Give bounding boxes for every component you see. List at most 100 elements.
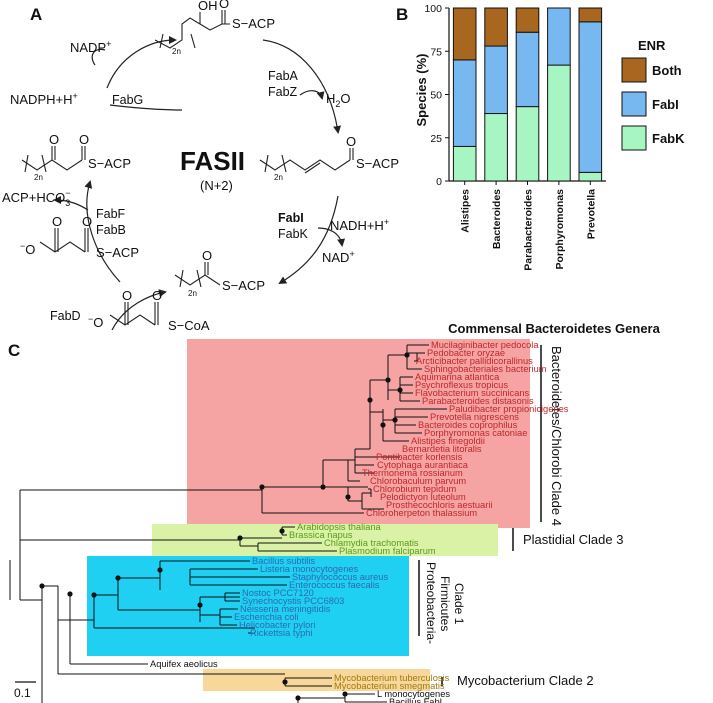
fabf-label: FabF xyxy=(96,207,126,221)
fabk-label: FabK xyxy=(278,227,309,241)
nadp-label: NADP+ xyxy=(70,39,111,55)
species-label: Bacillus subtilis xyxy=(252,556,315,566)
bar-fabk-bacteroides xyxy=(484,113,508,182)
svg-text:2n: 2n xyxy=(34,173,43,182)
bar-fabk-parabacteroides xyxy=(515,106,540,182)
species-label: Plasmodium falciparum xyxy=(339,546,436,556)
x-tick-label: Alistipes xyxy=(460,189,472,233)
node-dot xyxy=(279,528,285,534)
fasii-sub: (N+2) xyxy=(200,178,233,193)
fasii-title: FASII xyxy=(180,146,245,176)
species-label: Thermonema rossianum xyxy=(362,468,463,478)
node-dot xyxy=(380,422,386,428)
svg-text:O: O xyxy=(49,132,59,147)
svg-text:O: O xyxy=(122,288,132,303)
species-label: H pylori xyxy=(400,701,432,703)
species-label: Enterococcus faecalis xyxy=(289,580,380,590)
y-tick-label: 100 xyxy=(424,3,442,15)
bar-fabi-alistipes xyxy=(452,59,477,147)
bar-both-alistipes xyxy=(452,7,477,61)
bar-fabi-porphyromonas xyxy=(547,7,571,66)
svg-text:S−ACP: S−ACP xyxy=(222,278,265,293)
species-label: L monocytogenes xyxy=(377,689,450,699)
fabi-label: FabI xyxy=(278,211,304,225)
panel-a-letter: A xyxy=(30,5,42,24)
scale-label: 0.1 xyxy=(14,686,31,700)
species-label: Alistipes finegoldii xyxy=(411,436,485,446)
x-tick-label: Parabacteroides xyxy=(523,189,535,271)
minus-o-coa: −O xyxy=(88,314,103,330)
bar-fabk-alistipes xyxy=(452,145,477,182)
struct-ketoacyl: O O 2n S−ACP xyxy=(21,132,131,182)
node-dot xyxy=(320,484,326,490)
fabg-label: FabG xyxy=(112,93,143,107)
struct-enoyl: O 2n S−ACP xyxy=(259,134,399,182)
clade3-label: Plastidial Clade 3 xyxy=(523,532,623,547)
species-label: Aquimarina atlantica xyxy=(415,372,500,382)
species-label: Pedobacter oryzae xyxy=(427,348,505,358)
svg-text:O: O xyxy=(82,214,92,229)
bar-fabi-prevotella xyxy=(578,21,603,173)
node-dot xyxy=(67,591,73,597)
bar-fabi-bacteroides xyxy=(484,45,508,115)
node-dot xyxy=(197,602,203,608)
species-label: Escherichia coli xyxy=(234,612,299,622)
struct-malonyl-coa: O O −O S−CoA xyxy=(88,288,210,333)
species-label: Neisseria meningitidis xyxy=(240,604,331,614)
node-dot xyxy=(385,377,391,383)
svg-text:2n: 2n xyxy=(172,47,181,56)
species-label: Bernardetia litoralis xyxy=(402,444,482,454)
clade2-label: Mycobacterium Clade 2 xyxy=(457,673,594,688)
svg-text:S−CoA: S−CoA xyxy=(168,318,210,333)
legend-title: ENR xyxy=(638,38,666,53)
species-label: Aquifex aeolicus xyxy=(150,659,218,669)
nadph-label: NADPH+H+ xyxy=(10,91,78,107)
clade1-label-c: Clade 1 xyxy=(452,583,466,625)
species-label: Pontibacter korlensis xyxy=(376,452,463,462)
arc-left-top xyxy=(109,104,183,111)
clade4-box xyxy=(187,339,530,528)
nad-label: NAD+ xyxy=(322,249,355,265)
species-label: Prosthecochloris aestuarii xyxy=(386,500,492,510)
species-label: Mycobacterium tuberculosis xyxy=(334,673,450,683)
svg-text:O: O xyxy=(79,132,89,147)
species-label: Chlorobium tepidum xyxy=(373,484,456,494)
x-tick-label: Porphyromonas xyxy=(554,189,566,270)
legend-swatch-fabk xyxy=(621,125,647,151)
svg-text:O: O xyxy=(202,248,212,263)
node-dot xyxy=(397,387,403,393)
y-tick-label: 75 xyxy=(430,46,442,58)
node-dot xyxy=(392,417,398,423)
struct-hydroxyacyl: OH O 2n S−ACP xyxy=(154,0,275,56)
svg-text:O: O xyxy=(152,288,162,303)
y-tick-label: 0 xyxy=(436,176,442,188)
species-label: Mycobacterium smegmatis xyxy=(334,681,445,691)
nadh-label: NADH+H+ xyxy=(330,217,389,233)
node-dot xyxy=(282,679,288,685)
svg-text:O: O xyxy=(219,0,229,11)
node-dot xyxy=(157,567,163,573)
minus-o: −O xyxy=(20,241,35,257)
cof-h2o xyxy=(299,90,325,100)
svg-text:O: O xyxy=(346,134,356,149)
bar-fabk-prevotella xyxy=(578,171,603,182)
svg-text:S−ACP: S−ACP xyxy=(356,156,399,171)
species-label: Porphyromonas catoniae xyxy=(424,428,527,438)
legend-label-fabk: FabK xyxy=(652,131,685,146)
species-label: Chloroherpeton thalassium xyxy=(366,508,477,518)
h2o-label: H2O xyxy=(326,91,351,109)
species-label: Synechocystis PCC6803 xyxy=(242,596,344,606)
species-label: Staphylococcus aureus xyxy=(292,572,388,582)
bar-both-parabacteroides xyxy=(515,7,540,33)
legend-label-both: Both xyxy=(652,63,682,78)
species-label: Prevotella nigrescens xyxy=(430,412,519,422)
arc-fabi xyxy=(278,195,339,285)
fabz-label: FabZ xyxy=(268,85,298,99)
clade1-label-b: Firmicutes xyxy=(438,576,452,631)
species-label: Parabacteroides distasonis xyxy=(422,396,534,406)
node-dot xyxy=(404,352,410,358)
node-dot xyxy=(367,397,373,403)
